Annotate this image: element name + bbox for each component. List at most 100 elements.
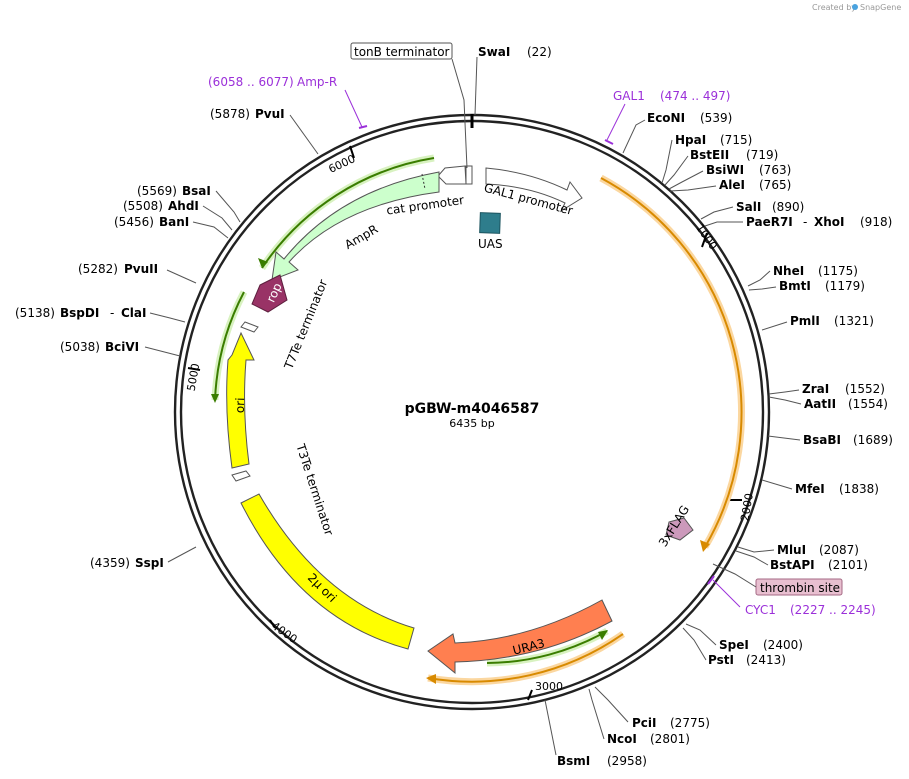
enzyme-pmli: PmlI [790, 314, 820, 328]
enzyme-pvui: PvuI [255, 107, 285, 121]
enzyme-zrai: ZraI [802, 382, 829, 396]
thrombin-leader-line [712, 563, 757, 588]
ura3-orf-arrowhead [426, 674, 436, 684]
leader-psti [682, 627, 707, 661]
primer-cyc1-line [712, 579, 741, 608]
leader-bani [192, 221, 229, 239]
enzyme-bsabi-pos: (1689) [853, 433, 893, 447]
primer-amp-r-mark [358, 125, 368, 129]
enzyme-swai-pos: (22) [527, 45, 552, 59]
enzyme-bmti: BmtI [779, 279, 811, 293]
leader-pcii [594, 686, 629, 723]
enzyme-sspi: SspI [135, 556, 164, 570]
enzyme-bsteii-pos: (719) [746, 148, 778, 162]
leader-mfei [761, 479, 793, 490]
primer-amp-r-range: (6058 .. 6077) [208, 75, 294, 89]
primer-cyc1-name: CYC1 [745, 603, 776, 617]
uas-box [479, 212, 501, 234]
enzyme-pcii-pos: (2775) [670, 716, 710, 730]
leader-bsteii [664, 155, 689, 186]
enzyme-bsai-pos: (5569) [137, 184, 177, 198]
enzyme-ahdi: AhdI [168, 199, 199, 213]
primer-gal1-line [606, 103, 626, 141]
gal1-promoter-arrow [485, 167, 583, 213]
enzyme-bani-pos: (5456) [114, 215, 154, 229]
plasmid-name: pGBW-m4046587 [405, 401, 540, 417]
ampr-orf-arc [261, 157, 435, 269]
leader-pmli [761, 321, 788, 331]
tonb-terminator-box [465, 165, 473, 185]
enzyme-bmti-pos: (1179) [825, 279, 865, 293]
enzyme-econi-pos: (539) [700, 111, 732, 125]
ura3-arrow [427, 599, 613, 675]
primer-amp-r-line [344, 89, 363, 128]
ura3-inner-orf-arrowhead [598, 630, 608, 640]
enzyme-pvuii: PvuII [124, 262, 158, 276]
uas-label: UAS [478, 237, 503, 251]
leader-hpai [661, 139, 673, 184]
enzyme-pmli-pos: (1321) [834, 314, 874, 328]
leader-bmti [748, 286, 777, 291]
enzyme-xhoi: XhoI [814, 215, 845, 229]
ori-arrow [226, 331, 255, 469]
enzyme-bcivi: BciVI [105, 340, 139, 354]
leader-pvuii [166, 269, 197, 284]
enzyme-aatii: AatII [804, 397, 836, 411]
enzyme-ncoi-pos: (2801) [650, 732, 690, 746]
backbone [173, 113, 771, 711]
tick-6000: 6000 [326, 152, 357, 176]
tick-4000-mark [269, 619, 276, 629]
snapgene-credit: Created by SnapGene [812, 3, 901, 12]
t3te-label: T3Te terminator [293, 441, 336, 537]
leader-ncoi [588, 688, 605, 740]
tick-2000: 2000 [738, 492, 756, 522]
tick-1000: 1000 [693, 222, 720, 252]
leader-swai [474, 56, 478, 116]
enzyme-pvui-pos: (5878) [210, 107, 250, 121]
tick-3000-mark [527, 689, 533, 701]
enzyme-bani: BanI [159, 215, 189, 229]
tonb-terminator-label: tonB terminator [354, 45, 450, 59]
ampr-orf-arrowhead [258, 258, 268, 268]
primer-gal1-name: GAL1 [613, 89, 645, 103]
gal1-orf-arrowhead [700, 540, 710, 552]
enzyme-pvuii-pos: (5282) [78, 262, 118, 276]
t3te-terminator-box [231, 470, 251, 482]
enzyme-paer7i: PaeR7I [746, 215, 793, 229]
leader-bsmi [544, 699, 557, 756]
enzyme-swai: SwaI [478, 45, 510, 59]
leader-bspdi [149, 312, 186, 323]
tick-5000-mark [187, 367, 201, 371]
two-micron-ori-bar [240, 493, 415, 650]
enzyme-econi: EcoNI [647, 111, 685, 125]
enzyme-mfei: MfeI [795, 482, 825, 496]
thrombin-site-label: thrombin site [760, 581, 840, 595]
primer-gal1-range: (474 .. 497) [660, 89, 730, 103]
leader-ahdi [202, 205, 233, 231]
ura3-inner-orf-arc [486, 630, 608, 664]
enzyme-psti-pos: (2413) [746, 653, 786, 667]
rop-orf-arc [214, 291, 245, 401]
enzyme-bcivi-pos: (5038) [60, 340, 100, 354]
leader-zrai [768, 389, 800, 395]
leader-paer7i [704, 221, 743, 227]
enzyme-sspi-pos: (4359) [90, 556, 130, 570]
enzyme-xhoi-pos: (918) [860, 215, 892, 229]
enzyme-bsmi-pos: (2958) [607, 754, 647, 768]
enzyme-bsiwi-pos: (763) [759, 163, 791, 177]
enzyme-bspdi: BspDI [60, 306, 99, 320]
leader-bsai [215, 190, 241, 223]
enzyme-zrai-pos: (1552) [845, 382, 885, 396]
ampr-arrow [271, 171, 440, 281]
credit-brand: SnapGene [860, 3, 901, 12]
snapgene-logo-icon [852, 4, 858, 10]
leader-bstapi [735, 550, 769, 566]
enzyme-ncoi: NcoI [607, 732, 637, 746]
enzyme-psti: PstI [708, 653, 734, 667]
gal1-orf-arc [600, 177, 743, 548]
leader-spei [685, 623, 717, 646]
primer-amp-r-name: Amp-R [297, 75, 337, 89]
enzyme-bsabi: BsaBI [803, 433, 841, 447]
tick-5000: 5000 [185, 362, 203, 392]
